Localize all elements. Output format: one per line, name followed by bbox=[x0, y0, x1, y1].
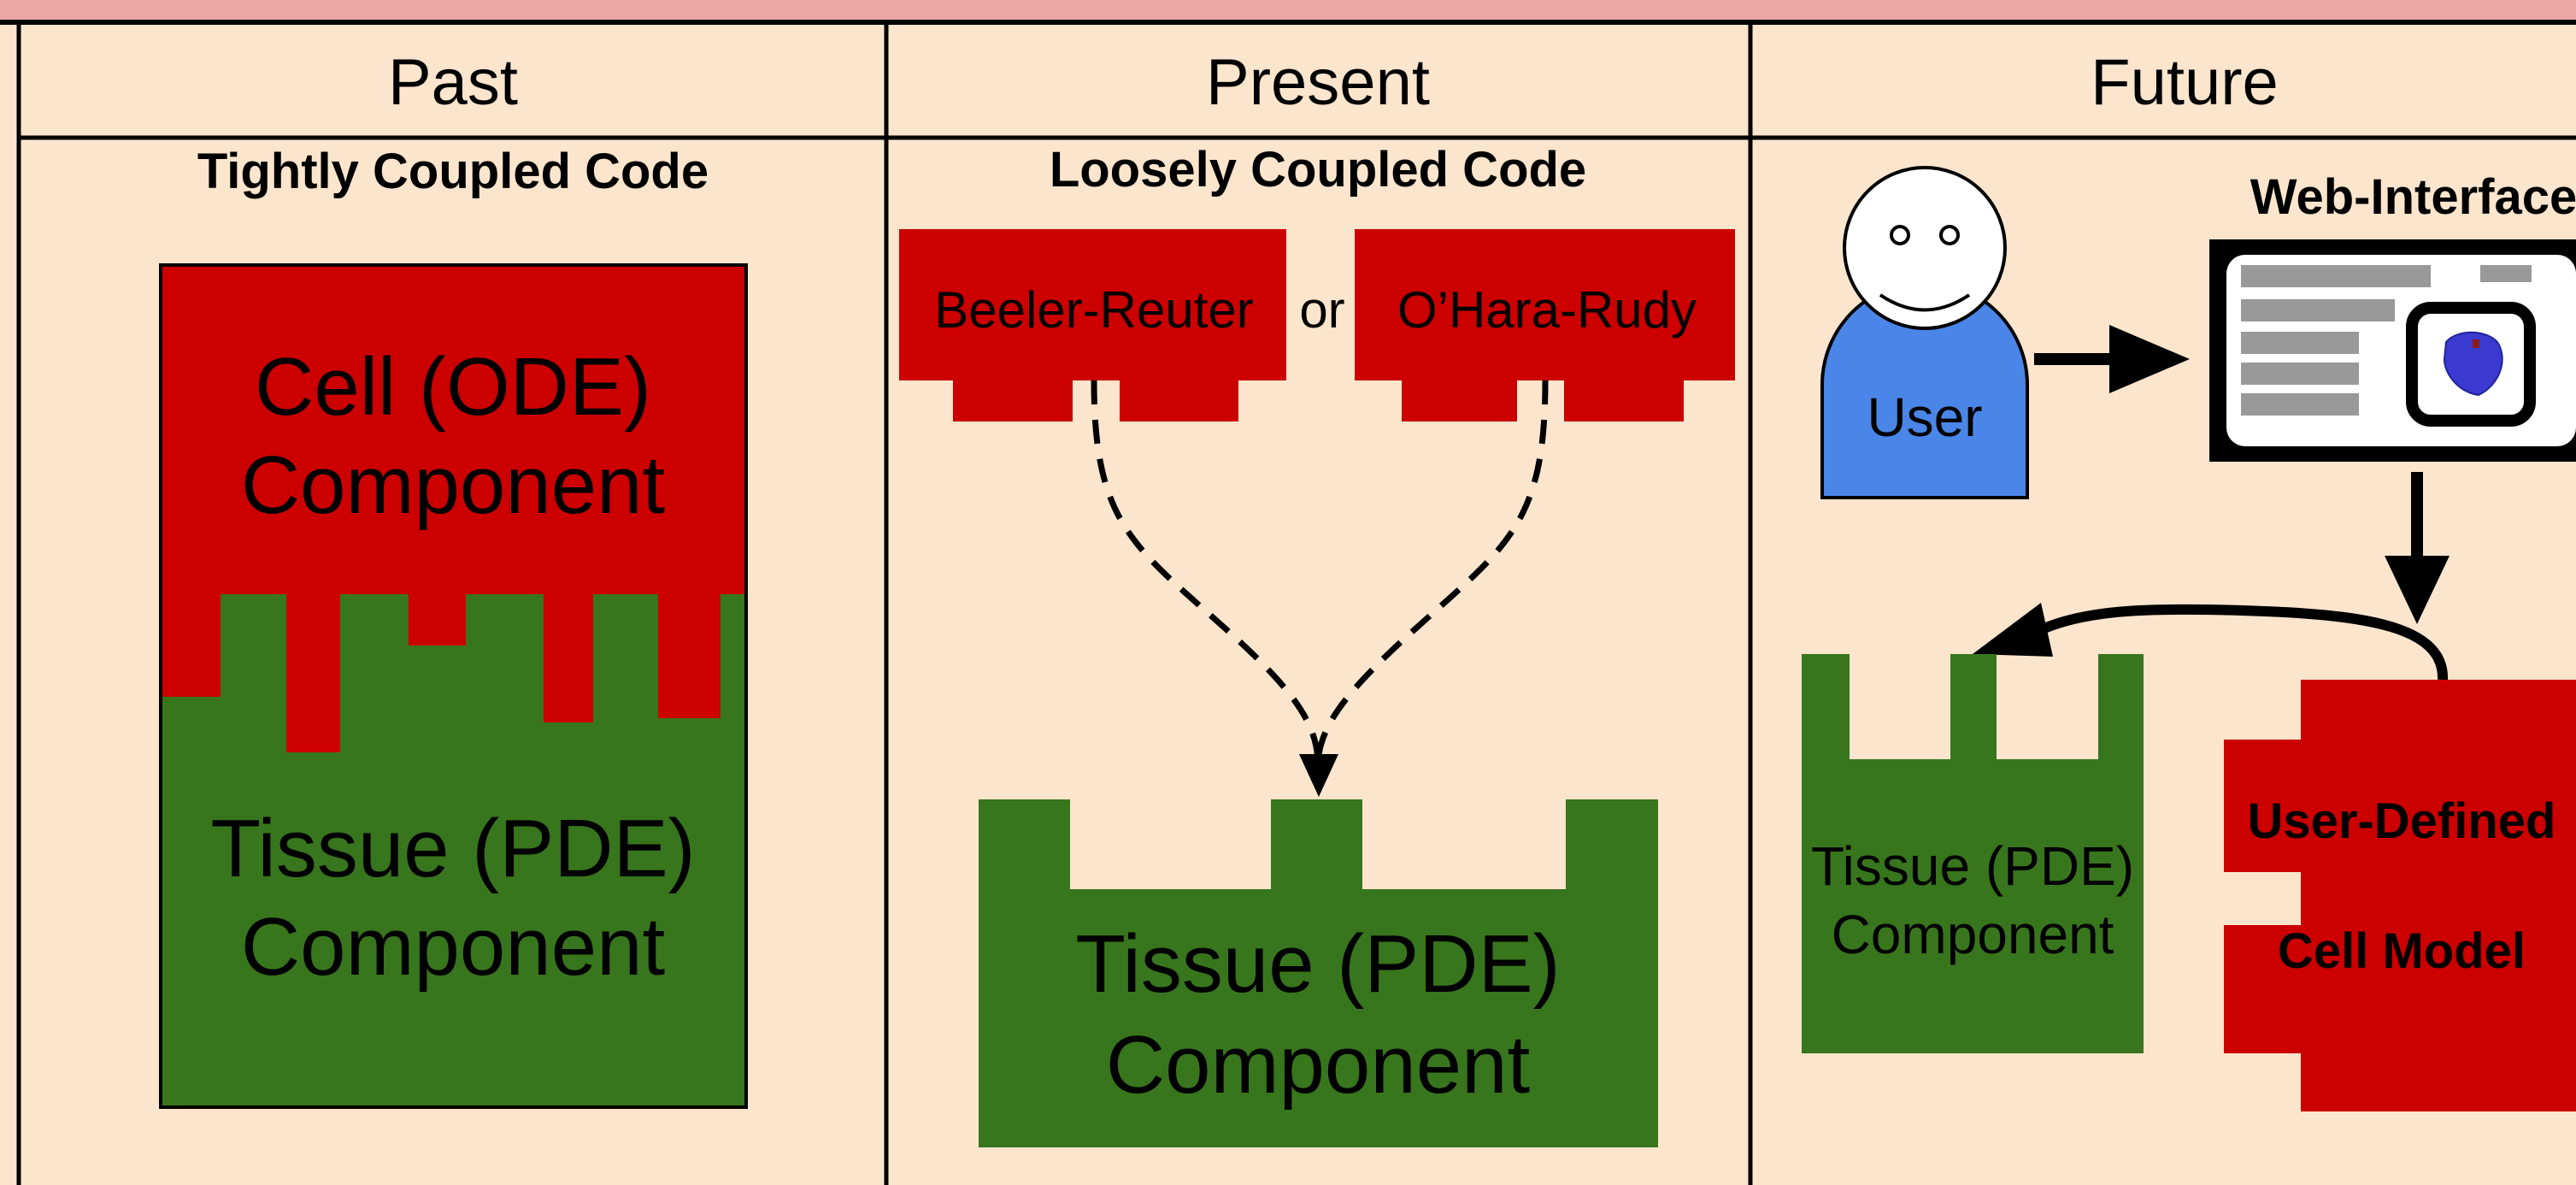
past-tissue-line1: Tissue (PDE) bbox=[210, 803, 695, 894]
web-line-6 bbox=[2241, 393, 2359, 416]
future-cell-line2: Cell Model bbox=[2278, 923, 2526, 979]
dashed-arrows bbox=[1091, 380, 1549, 797]
future-tissue-line1: Tissue (PDE) bbox=[1811, 835, 2134, 897]
past-subtitle: Tightly Coupled Code bbox=[197, 144, 709, 199]
table-grid bbox=[16, 22, 2576, 1185]
heart-tissue-marker bbox=[2473, 339, 2479, 348]
cell-to-tissue-arrow-head bbox=[1973, 603, 2053, 657]
past-cell-line1: Cell (ODE) bbox=[255, 341, 651, 433]
top-strip bbox=[0, 0, 2576, 21]
user-smile bbox=[1879, 293, 1971, 312]
present-tissue-line1: Tissue (PDE) bbox=[1075, 918, 1560, 1010]
heart-icon bbox=[2443, 331, 2503, 397]
user-defined-cell-block bbox=[2224, 680, 2576, 1111]
present-tissue-block bbox=[979, 799, 1658, 1147]
user-figure bbox=[1820, 166, 2029, 499]
user-eye-right bbox=[1939, 225, 1960, 245]
user-to-web-arrow-head bbox=[2109, 325, 2190, 393]
or-label: or bbox=[1299, 281, 1344, 339]
past-cell-line2: Component bbox=[241, 439, 665, 531]
dashed-arrow-right bbox=[1314, 380, 1549, 762]
present-subtitle: Loosely Coupled Code bbox=[1050, 142, 1586, 198]
ohara-rudy-block bbox=[1355, 229, 1735, 422]
present-tissue-line2: Component bbox=[1106, 1019, 1530, 1111]
model-a-label: Beeler-Reuter bbox=[934, 281, 1254, 339]
dashed-arrow-head bbox=[1299, 754, 1338, 797]
past-cell-block bbox=[161, 265, 746, 752]
web-interface-title: Web-Interface bbox=[2250, 169, 2576, 225]
dashed-arrow-left bbox=[1091, 380, 1321, 762]
header-past: Past bbox=[388, 46, 518, 119]
header-present: Present bbox=[1206, 46, 1430, 119]
cell-to-tissue-arrow-line bbox=[2036, 604, 2449, 681]
web-interface-window bbox=[2209, 239, 2576, 462]
web-line-2 bbox=[2480, 265, 2532, 282]
web-line-5 bbox=[2241, 363, 2359, 385]
model-b-label: O’Hara-Rudy bbox=[1397, 281, 1697, 339]
header-future: Future bbox=[2091, 46, 2279, 119]
web-line-4 bbox=[2241, 332, 2359, 354]
future-tissue-line2: Component bbox=[1832, 904, 2114, 965]
web-line-1 bbox=[2241, 265, 2431, 287]
past-coupled-block bbox=[159, 263, 748, 1109]
web-to-cell-arrow-head bbox=[2385, 556, 2450, 624]
user-head bbox=[1843, 166, 2007, 330]
future-cell-line1: User-Defined bbox=[2248, 793, 2556, 849]
past-block-outline bbox=[159, 263, 748, 1109]
future-tissue-block bbox=[1802, 654, 2144, 1053]
past-tissue-line2: Component bbox=[241, 901, 665, 993]
user-eye-left bbox=[1890, 225, 1910, 245]
beeler-reuter-block bbox=[899, 229, 1286, 422]
web-line-3 bbox=[2241, 299, 2395, 321]
user-label: User bbox=[1867, 386, 1982, 448]
